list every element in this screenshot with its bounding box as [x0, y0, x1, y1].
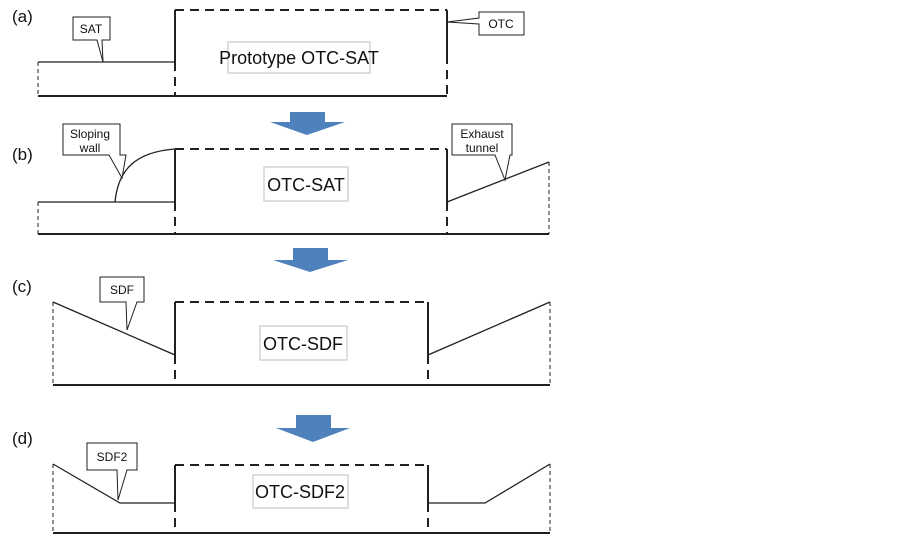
callout-otc: OTC: [446, 11, 525, 36]
title-box-d: [252, 474, 349, 509]
svg-text:Sloping: Sloping: [70, 127, 110, 141]
panel-b: (b) OTC-SAT Sloping wall Exhaust tunnel: [12, 123, 550, 235]
callout-exhaust-tunnel: Exhaust tunnel: [451, 123, 513, 182]
title-b: OTC-SAT: [267, 175, 345, 195]
panel-label-d: (d): [12, 429, 33, 448]
svg-text:OTC: OTC: [488, 17, 514, 31]
down-arrow-icon: [270, 112, 345, 135]
title-c: OTC-SDF: [263, 334, 343, 354]
svg-text:SDF: SDF: [110, 283, 134, 297]
panel-d: (d) OTC-SDF2 SDF2: [12, 429, 551, 534]
svg-text:tunnel: tunnel: [466, 141, 499, 155]
panel-a: (a) Prototype OTC-SAT SAT OTC: [12, 7, 525, 97]
sdf-slope-right: [427, 301, 551, 356]
callout-sdf2: SDF2: [86, 442, 138, 501]
callout-sat: SAT: [72, 16, 111, 63]
svg-text:wall: wall: [79, 141, 101, 155]
title-box-c: [259, 325, 348, 361]
callout-sloping-wall: Sloping wall: [62, 123, 127, 180]
panel-label-c: (c): [12, 277, 32, 296]
title-a: Prototype OTC-SAT: [219, 48, 379, 68]
panel-c: (c) OTC-SDF SDF: [12, 276, 551, 386]
callout-sdf: SDF: [99, 276, 145, 331]
down-arrow-icon: [276, 415, 350, 442]
title-box-a: [227, 41, 371, 74]
panel-label-a: (a): [12, 7, 33, 26]
down-arrow-icon: [273, 248, 348, 272]
svg-text:Exhaust: Exhaust: [460, 127, 504, 141]
title-box-b: [263, 166, 349, 202]
exhaust-tunnel: [446, 161, 550, 203]
sdf2-right: [428, 463, 551, 504]
sloping-wall: [114, 148, 176, 203]
panel-label-b: (b): [12, 145, 33, 164]
svg-text:SAT: SAT: [80, 22, 103, 36]
svg-text:SDF2: SDF2: [97, 450, 128, 464]
title-d: OTC-SDF2: [255, 482, 345, 502]
sdf2-left: [52, 463, 175, 504]
sdf-slope-left: [52, 301, 176, 356]
